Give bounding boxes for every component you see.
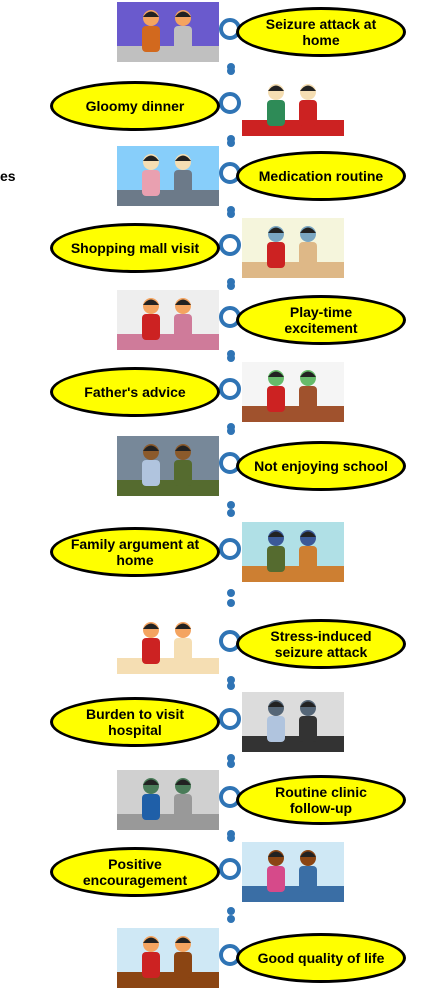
step-label: Father's advice	[50, 367, 220, 417]
connector-dot	[227, 282, 235, 290]
connector-ring	[219, 538, 241, 560]
timeline-step: Gloomy dinner	[0, 76, 431, 136]
connector-dot	[227, 210, 235, 218]
connector-dot	[227, 754, 235, 762]
step-label: Medication routine	[236, 151, 406, 201]
timeline-step: Good quality of life	[0, 928, 431, 988]
connector-dot	[227, 62, 235, 71]
step-illustration	[117, 614, 219, 674]
step-illustration	[242, 76, 344, 136]
step-label: Play-time excitement	[236, 295, 406, 345]
timeline-step: Seizure attack at home	[0, 2, 431, 62]
step-label: Stress-induced seizure attack	[236, 619, 406, 669]
step-illustration	[117, 146, 219, 206]
step-label: Family argument at home	[50, 527, 220, 577]
connector-dot	[227, 427, 235, 436]
connector-ring	[219, 708, 241, 730]
stray-text: es	[0, 168, 16, 184]
connector-ring	[219, 92, 241, 114]
timeline-step: Shopping mall visit	[0, 218, 431, 278]
step-label: Positive encouragement	[50, 847, 220, 897]
connector-dot	[227, 588, 235, 597]
timeline-step: Routine clinic follow-up	[0, 770, 431, 830]
step-illustration	[242, 842, 344, 902]
step-label: Routine clinic follow-up	[236, 775, 406, 825]
timeline-step: Play-time excitement	[0, 290, 431, 350]
timeline-step: Stress-induced seizure attack	[0, 614, 431, 674]
step-label: Good quality of life	[236, 933, 406, 983]
timeline-step: Positive encouragement	[0, 842, 431, 902]
step-illustration	[242, 522, 344, 582]
connector-dot	[227, 500, 235, 509]
step-illustration	[242, 362, 344, 422]
step-label: Not enjoying school	[236, 441, 406, 491]
step-illustration	[117, 436, 219, 496]
timeline-step: Family argument at home	[0, 522, 431, 582]
timeline-step: Burden to visit hospital	[0, 692, 431, 752]
connector-dot	[227, 509, 235, 518]
step-illustration	[117, 290, 219, 350]
step-illustration	[242, 218, 344, 278]
connector-dot	[227, 676, 235, 684]
step-label: Burden to visit hospital	[50, 697, 220, 747]
step-illustration	[117, 770, 219, 830]
connector-dot	[227, 682, 235, 690]
connector-dot	[227, 138, 235, 147]
timeline-step: Medication routine	[0, 146, 431, 206]
step-label: Gloomy dinner	[50, 81, 220, 131]
connector-dot	[227, 599, 235, 608]
connector-ring	[219, 234, 241, 256]
step-illustration	[117, 928, 219, 988]
connector-ring	[219, 378, 241, 400]
step-label: Shopping mall visit	[50, 223, 220, 273]
connector-dot	[227, 915, 235, 924]
step-illustration	[117, 2, 219, 62]
step-illustration	[242, 692, 344, 752]
timeline-step: Not enjoying school	[0, 436, 431, 496]
step-label: Seizure attack at home	[236, 7, 406, 57]
connector-dot	[227, 422, 235, 431]
connector-dot	[227, 834, 235, 842]
connector-dot	[227, 760, 235, 768]
timeline-step: Father's advice	[0, 362, 431, 422]
connector-dot	[227, 906, 235, 915]
connector-ring	[219, 858, 241, 880]
connector-dot	[227, 354, 235, 362]
connector-dot	[227, 67, 235, 76]
